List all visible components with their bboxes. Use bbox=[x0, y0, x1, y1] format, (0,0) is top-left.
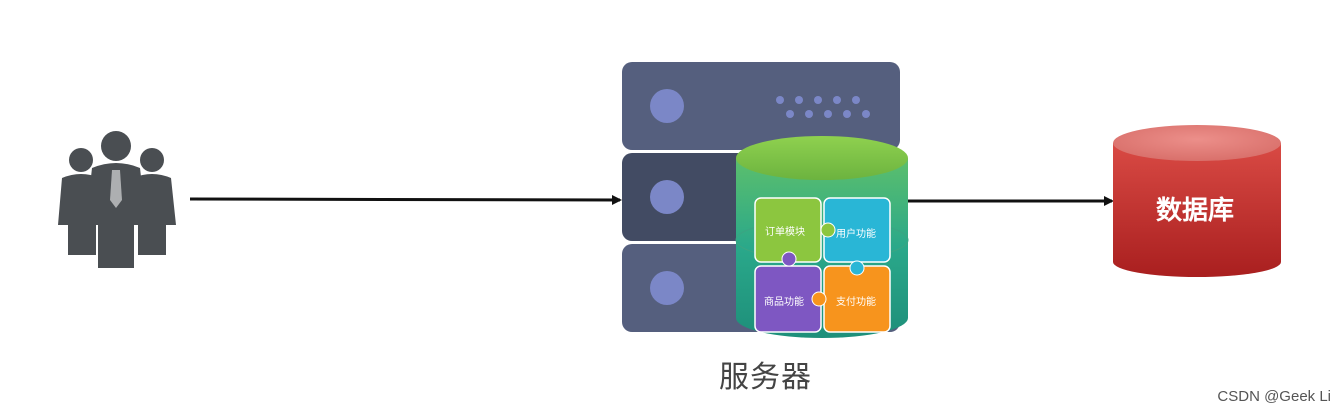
module-label-user: 用户功能 bbox=[836, 229, 876, 240]
database-label: 数据库 bbox=[1155, 196, 1234, 226]
server-caption: 服务器 bbox=[719, 360, 812, 395]
module-label-product: 商品功能 bbox=[764, 297, 804, 308]
module-label-order: 订单模块 bbox=[765, 227, 805, 238]
module-puzzle bbox=[754, 197, 891, 333]
users-group-icon bbox=[58, 131, 176, 268]
database-cylinder-icon bbox=[1113, 125, 1281, 277]
module-label-payment: 支付功能 bbox=[836, 297, 876, 308]
arrow-users-to-server bbox=[189, 194, 622, 205]
watermark: CSDN @Geek Li bbox=[1217, 388, 1331, 405]
